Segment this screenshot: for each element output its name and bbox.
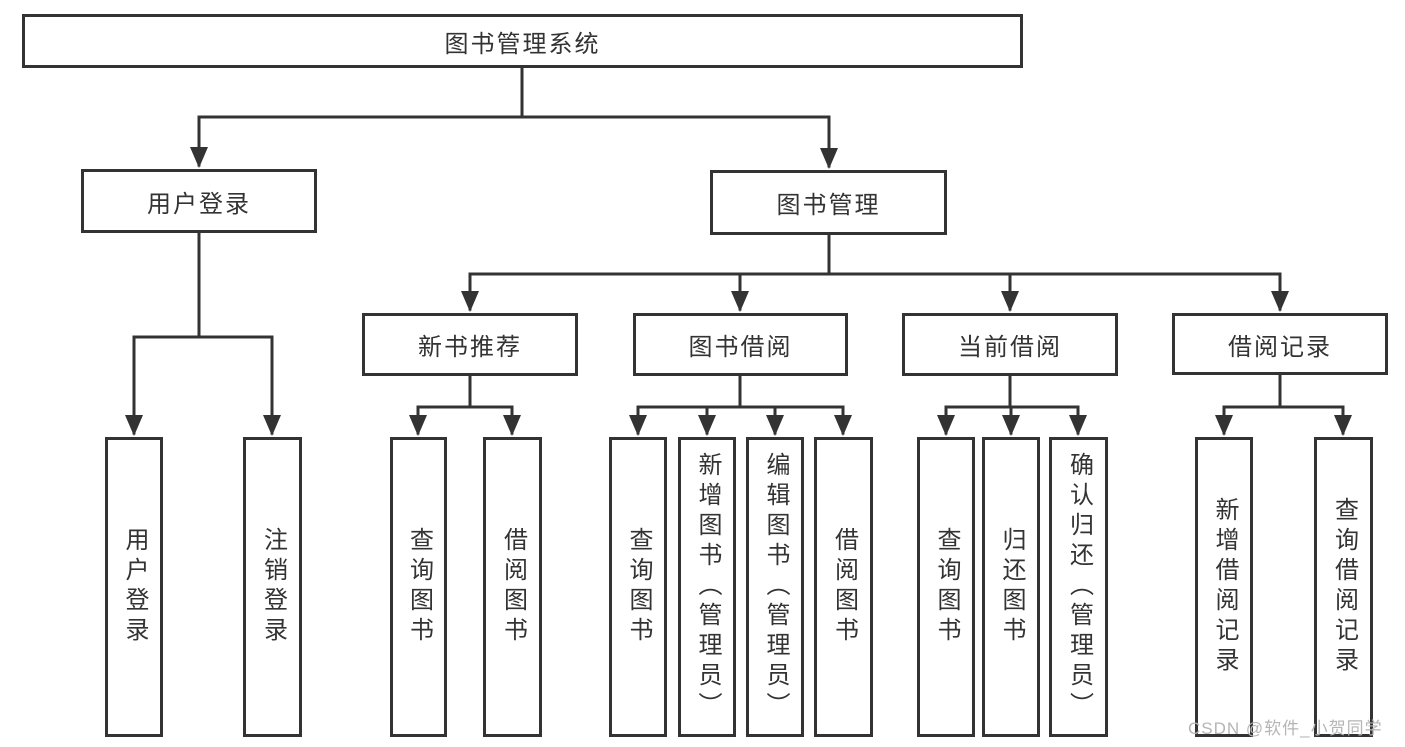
node-book-borrow: 图书借阅 bbox=[633, 313, 848, 376]
leaf-add-books-admin: 新增图书（管理员） bbox=[678, 437, 736, 737]
leaf-query-books: 查询图书 bbox=[390, 437, 447, 737]
leaf-borrow-books: 借阅图书 bbox=[483, 437, 542, 737]
leaf-user-login: 用户登录 bbox=[105, 437, 163, 737]
node-new-book-recommend: 新书推荐 bbox=[362, 313, 578, 376]
node-user-login: 用户登录 bbox=[81, 169, 317, 233]
node-library-system: 图书管理系统 bbox=[22, 14, 1023, 68]
leaf-confirm-return-admin: 确认归还（管理员） bbox=[1049, 437, 1108, 737]
leaf-logout: 注销登录 bbox=[243, 437, 302, 737]
leaf-add-borrow-record: 新增借阅记录 bbox=[1195, 437, 1253, 737]
leaf-return-books: 归还图书 bbox=[982, 437, 1040, 737]
node-book-management: 图书管理 bbox=[710, 170, 947, 235]
leaf-borrow-books: 借阅图书 bbox=[814, 437, 873, 737]
leaf-query-books: 查询图书 bbox=[917, 437, 975, 737]
leaf-edit-books-admin: 编辑图书（管理员） bbox=[746, 437, 804, 737]
node-current-borrow: 当前借阅 bbox=[902, 313, 1118, 376]
leaf-query-borrow-record: 查询借阅记录 bbox=[1314, 437, 1373, 737]
leaf-query-books: 查询图书 bbox=[609, 437, 667, 737]
node-borrow-records: 借阅记录 bbox=[1172, 313, 1388, 375]
csdn-watermark: CSDN @软件_小贺同学 bbox=[1188, 719, 1383, 738]
